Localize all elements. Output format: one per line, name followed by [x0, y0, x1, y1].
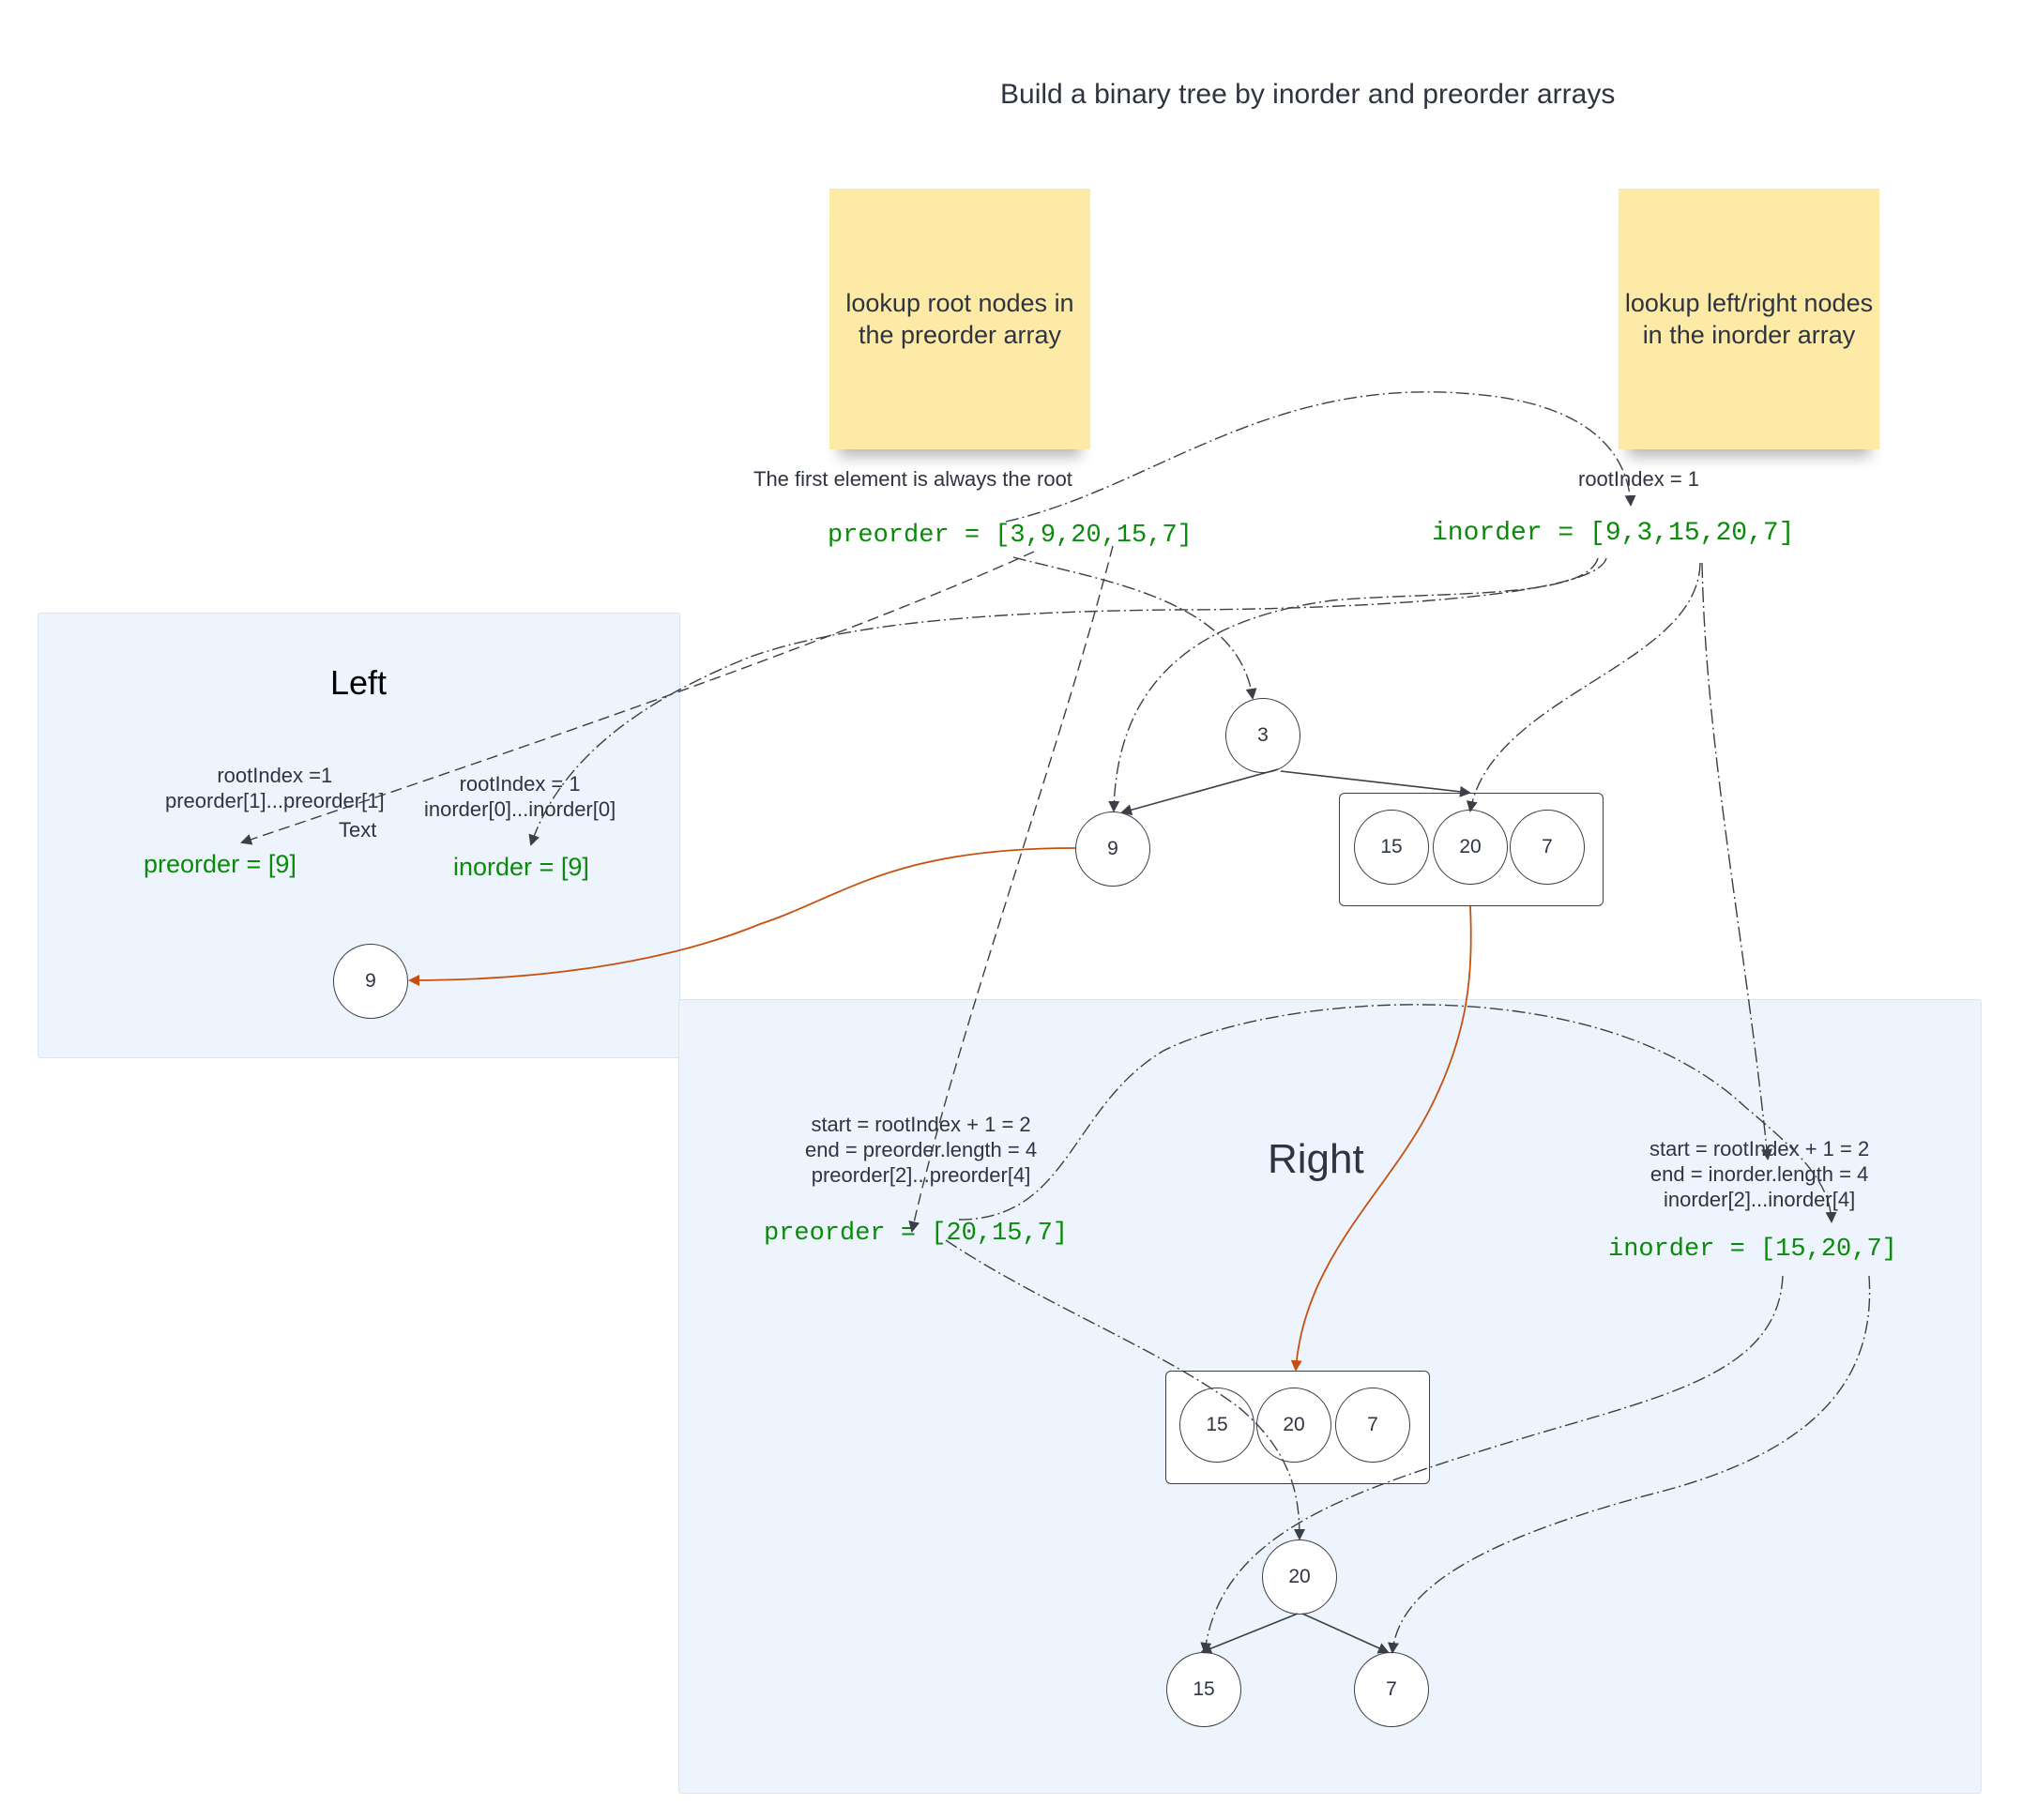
left-preorder-array: preorder = [9]: [144, 850, 296, 878]
right-group-node-15-value: 15: [1206, 1414, 1228, 1435]
dash-inorder-to-main-right: [1466, 562, 1701, 812]
right-group-node-15: 15: [1179, 1388, 1254, 1463]
subtree-left-node: 15: [1166, 1652, 1241, 1727]
inorder-array-top: inorder = [9,3,15,20,7]: [1432, 519, 1795, 548]
edge-root-to-right-group: [1280, 770, 1471, 797]
subtree-root-node: 20: [1262, 1539, 1337, 1615]
right-group-node-7: 7: [1335, 1388, 1410, 1463]
dash-preorder-arc-to-inorder: [1005, 391, 1636, 523]
sticky-note-inorder-text: lookup left/right nodes in the inorder a…: [1624, 289, 1874, 349]
main-root-node: 3: [1225, 698, 1300, 773]
left-node-9-value: 9: [365, 970, 376, 992]
main-left-node: 9: [1075, 811, 1150, 887]
preorder-array-top: preorder = [3,9,20,15,7]: [828, 522, 1193, 550]
main-left-node-value: 9: [1107, 838, 1118, 859]
subtree-left-node-value: 15: [1193, 1678, 1215, 1700]
left-inorder-caption: rootIndex = 1 inorder[0]...inorder[0]: [424, 772, 616, 821]
edge-root-to-left: [1120, 768, 1279, 816]
main-group-node-7-value: 7: [1542, 836, 1553, 857]
sticky-note-preorder-text: lookup root nodes in the preorder array: [845, 289, 1074, 349]
right-inorder-caption: start = rootIndex + 1 = 2 end = inorder.…: [1650, 1137, 1870, 1211]
dash-inorder-to-main-left: [1108, 557, 1599, 812]
dash-preorder-to-root: [1012, 556, 1257, 700]
stray-text-label: Text: [339, 818, 377, 842]
right-preorder-array: preorder = [20,15,7]: [764, 1220, 1069, 1248]
left-inorder-array: inorder = [9]: [453, 853, 589, 881]
left-preorder-caption: rootIndex =1 preorder[1]...preorder[1]: [165, 764, 385, 812]
subtree-root-node-value: 20: [1288, 1566, 1311, 1587]
sticky-note-inorder: lookup left/right nodes in the inorder a…: [1619, 189, 1879, 449]
right-frame-title: Right: [1268, 1136, 1364, 1182]
main-group-node-20: 20: [1433, 810, 1508, 885]
left-node-9: 9: [333, 944, 408, 1019]
preorder-caption: The first element is always the root: [753, 467, 1072, 491]
main-group-node-7: 7: [1510, 810, 1585, 885]
right-group-node-20-value: 20: [1283, 1414, 1305, 1435]
main-root-node-value: 3: [1257, 724, 1269, 746]
left-frame-title: Left: [330, 663, 388, 702]
inorder-caption: rootIndex = 1: [1578, 467, 1700, 491]
sticky-note-preorder: lookup root nodes in the preorder array: [829, 189, 1090, 449]
main-group-node-20-value: 20: [1459, 836, 1482, 857]
subtree-right-node: 7: [1354, 1652, 1429, 1727]
subtree-right-node-value: 7: [1386, 1678, 1397, 1700]
main-group-node-15: 15: [1354, 810, 1429, 885]
diagram-title: Build a binary tree by inorder and preor…: [1000, 79, 1616, 110]
main-group-node-15-value: 15: [1380, 836, 1403, 857]
right-group-node-7-value: 7: [1367, 1414, 1378, 1435]
right-preorder-caption: start = rootIndex + 1 = 2 end = preorder…: [805, 1113, 1038, 1187]
right-inorder-array: inorder = [15,20,7]: [1608, 1236, 1897, 1264]
right-group-node-20: 20: [1256, 1388, 1331, 1463]
